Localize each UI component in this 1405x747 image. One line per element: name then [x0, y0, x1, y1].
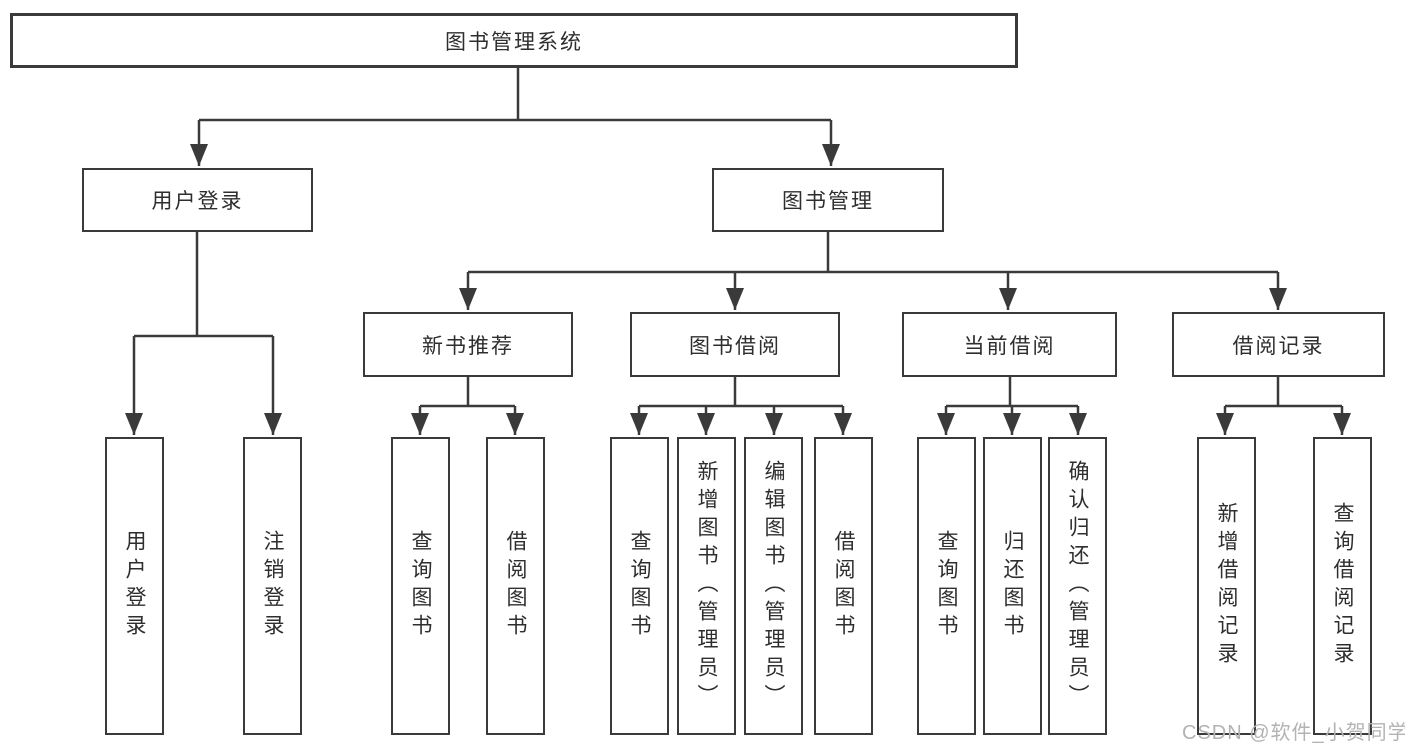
leaf-edit-books-admin: 编辑图书（管理员）: [744, 437, 803, 735]
leaf-confirm-return-admin: 确认归还（管理员）: [1048, 437, 1107, 735]
leaf-return-books: 归还图书: [983, 437, 1042, 735]
leaf-query-books-borrow: 查询图书: [610, 437, 669, 735]
leaf-add-books-admin: 新增图书（管理员）: [677, 437, 736, 735]
leaf-borrow-books-recommend: 借阅图书: [486, 437, 545, 735]
node-user-login: 用户登录: [82, 168, 313, 232]
leaf-query-books-recommend: 查询图书: [391, 437, 450, 735]
leaf-query-books-current: 查询图书: [917, 437, 976, 735]
node-new-book-recommend: 新书推荐: [363, 312, 573, 377]
leaf-borrow-books: 借阅图书: [814, 437, 873, 735]
node-borrowing-records: 借阅记录: [1172, 312, 1385, 377]
leaf-user-login: 用户登录: [105, 437, 164, 735]
node-book-borrowing: 图书借阅: [630, 312, 840, 377]
node-library-management-system: 图书管理系统: [10, 13, 1018, 68]
node-current-borrowing: 当前借阅: [902, 312, 1117, 377]
leaf-add-borrow-record: 新增借阅记录: [1197, 437, 1256, 735]
node-book-management: 图书管理: [712, 168, 944, 232]
csdn-watermark: CSDN @软件_小贺同学: [1182, 722, 1405, 744]
leaf-logout: 注销登录: [243, 437, 302, 735]
leaf-query-borrow-record: 查询借阅记录: [1313, 437, 1372, 735]
